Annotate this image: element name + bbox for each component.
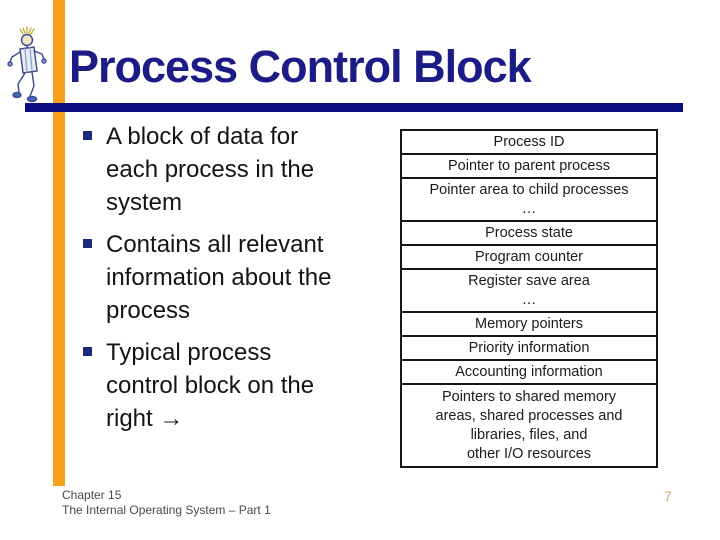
table-row: Pointer area to child processes … xyxy=(402,179,656,222)
pcb-table: Process ID Pointer to parent process Poi… xyxy=(400,129,658,468)
table-cell-line: libraries, files, and xyxy=(470,426,588,443)
footer: Chapter 15 The Internal Operating System… xyxy=(62,488,271,518)
bullet-text-line: system xyxy=(106,189,183,216)
table-row: Program counter xyxy=(402,246,656,270)
table-cell-line: Process state xyxy=(485,224,573,241)
page-title: Process Control Block xyxy=(69,41,532,92)
bullet-text: Contains all relevant information about … xyxy=(106,228,331,327)
robot-mascot-icon xyxy=(7,26,47,103)
bullet-text-line: Contains all relevant xyxy=(106,231,324,258)
table-row: Process state xyxy=(402,222,656,246)
accent-bar xyxy=(53,0,65,486)
bullet-text-line-with-right-arrow-icon: right → xyxy=(106,405,184,432)
bullet-item: Typical process control block on the rig… xyxy=(80,336,400,435)
footer-chapter: Chapter 15 xyxy=(62,488,122,502)
bullet-text-line: process xyxy=(106,297,191,324)
bullet-item: Contains all relevant information about … xyxy=(80,228,400,327)
bullet-text-line: information about the xyxy=(106,264,332,291)
bullet-text-line: Typical process xyxy=(106,339,272,366)
table-cell-line: other I/O resources xyxy=(466,445,592,462)
title-underline xyxy=(25,103,683,112)
table-cell-line: Memory pointers xyxy=(475,315,583,332)
bullet-text-line: each process in the xyxy=(106,156,315,183)
square-bullet-icon xyxy=(83,239,92,248)
bullet-text: Typical process control block on the rig… xyxy=(106,336,314,435)
table-cell-ellipsis: … xyxy=(521,291,537,308)
table-row: Priority information xyxy=(402,337,656,361)
bullet-item: A block of data for each process in the … xyxy=(80,120,400,219)
table-row: Pointers to shared memory areas, shared … xyxy=(402,385,656,466)
square-bullet-icon xyxy=(83,131,92,140)
bullet-text-line: control block on the xyxy=(106,372,315,399)
table-cell-line: Program counter xyxy=(475,248,583,265)
table-cell-line: Priority information xyxy=(468,339,590,356)
table-cell-line: Register save area xyxy=(468,272,590,289)
table-row: Accounting information xyxy=(402,361,656,385)
page-number: 7 xyxy=(664,488,672,504)
square-bullet-icon xyxy=(83,347,92,356)
table-cell-line: Pointers to shared memory xyxy=(441,388,617,405)
table-cell-line: areas, shared processes and xyxy=(435,407,623,424)
bullet-text-line: A block of data for xyxy=(106,123,299,150)
table-cell-line: Pointer area to child processes xyxy=(429,181,629,198)
table-cell-ellipsis: … xyxy=(521,200,537,217)
table-row: Memory pointers xyxy=(402,313,656,337)
bullet-text: A block of data for each process in the … xyxy=(106,120,314,219)
table-row: Process ID xyxy=(402,131,656,155)
table-row: Pointer to parent process xyxy=(402,155,656,179)
table-cell-line: Process ID xyxy=(493,133,565,150)
table-cell-line: Pointer to parent process xyxy=(447,157,610,174)
footer-course: The Internal Operating System – Part 1 xyxy=(62,503,271,517)
bullet-list: A block of data for each process in the … xyxy=(80,120,400,444)
table-cell-line: Accounting information xyxy=(455,363,603,380)
table-row: Register save area … xyxy=(402,270,656,313)
